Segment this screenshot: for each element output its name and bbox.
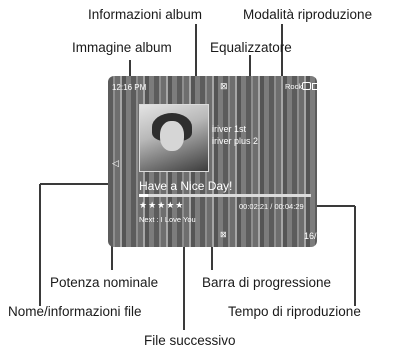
play-time: 00:02:21 / 00:04:29	[239, 202, 304, 211]
callout-album-image: Immagine album	[72, 40, 172, 55]
battery-icon	[312, 83, 317, 90]
progress-fill	[139, 194, 148, 197]
callout-play-mode: Modalità riproduzione	[243, 7, 373, 22]
callout-album-info: Informazioni album	[88, 7, 203, 22]
clock: 12:16 PM	[112, 83, 147, 92]
callout-equalizer: Equalizzatore	[210, 40, 292, 55]
artist-name: iriver 1st	[212, 124, 247, 134]
callout-play-time: Tempo di riproduzione	[228, 304, 361, 319]
album-name: iriver plus 2	[212, 136, 259, 146]
album-cover-image	[139, 104, 209, 172]
callout-rating: Potenza nominale	[50, 275, 159, 290]
cover-face	[160, 121, 184, 151]
repeat-icon	[302, 82, 311, 90]
progress-bar[interactable]	[139, 194, 311, 197]
next-track-label: Next : I Love You	[139, 215, 196, 224]
rating-stars[interactable]: ★★★★★	[139, 200, 185, 210]
player-screen: 12:16 PM ⊠ Rock iriver 1st iriver plus 2…	[108, 76, 317, 247]
left-arrow-icon[interactable]: ◁	[112, 158, 119, 168]
callout-next-file: File successivo	[144, 333, 236, 348]
callout-progress-bar: Barra di progressione	[202, 275, 332, 290]
eq-icon: ⊠	[220, 81, 228, 91]
track-title: Have a Nice Day!	[139, 179, 233, 193]
track-counter: 16/84	[304, 231, 317, 241]
callout-file-name-info: Nome/informazioni file	[8, 304, 142, 319]
next-icon[interactable]: ⊠	[220, 230, 227, 239]
eq-preset-label: Rock	[285, 82, 303, 91]
